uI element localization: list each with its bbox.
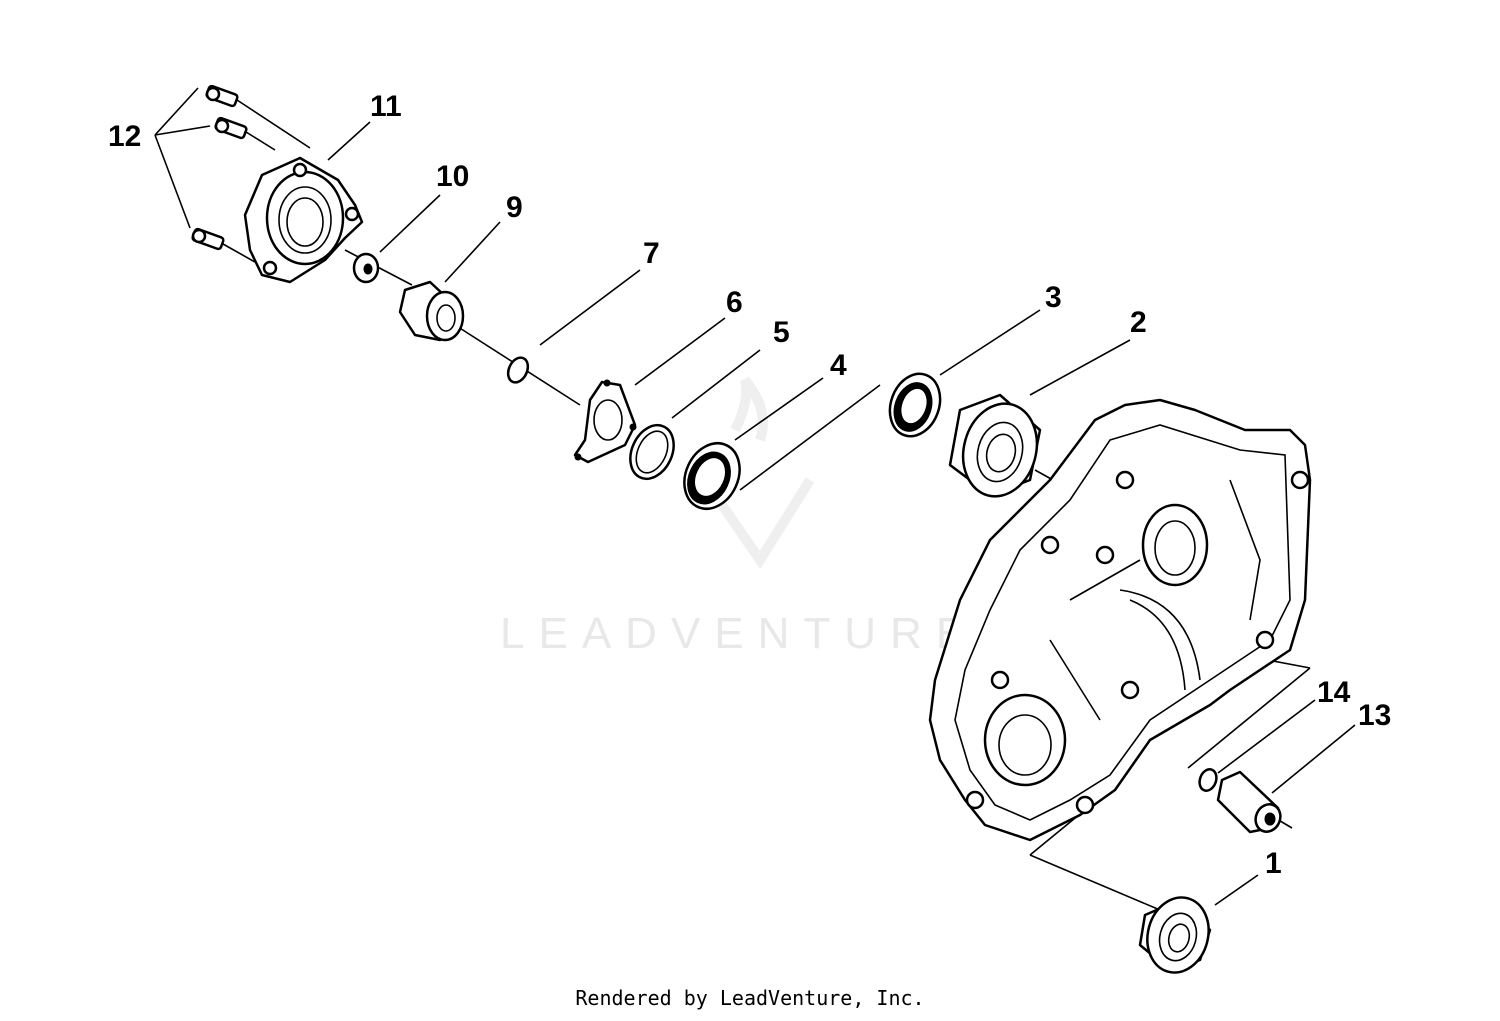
ring-part-5 xyxy=(629,424,675,480)
callout-5: 5 xyxy=(773,316,790,349)
callout-3: 3 xyxy=(1045,281,1062,314)
bearing-part-1 xyxy=(1138,896,1212,974)
callout-2: 2 xyxy=(1130,306,1147,339)
bearing-housing-part-11 xyxy=(243,156,364,284)
callout-14: 14 xyxy=(1317,676,1351,709)
washer-part-10 xyxy=(352,252,380,284)
o-ring-part-7 xyxy=(506,356,530,384)
callout-6: 6 xyxy=(726,286,743,319)
callout-10: 10 xyxy=(436,160,469,193)
retainer-plate-part-6 xyxy=(573,379,637,464)
bolt-part-12 xyxy=(191,84,311,263)
seal-part-3 xyxy=(888,372,942,438)
rendered-by-footer: Rendered by LeadVenture, Inc. xyxy=(575,986,925,1010)
bearing-part-2 xyxy=(948,393,1042,498)
callout-11: 11 xyxy=(370,90,402,123)
callout-12: 12 xyxy=(108,120,141,153)
gear-case-cover xyxy=(928,398,1312,842)
callout-7: 7 xyxy=(643,237,660,270)
o-ring-part-14 xyxy=(1198,768,1218,792)
watermark-text: LEADVENTURE xyxy=(500,609,979,658)
callout-9: 9 xyxy=(506,191,523,224)
callout-1: 1 xyxy=(1265,847,1282,880)
callout-13: 13 xyxy=(1358,699,1391,732)
callout-leaders xyxy=(154,87,1356,906)
plug-part-13 xyxy=(1216,770,1282,834)
bushing-part-9 xyxy=(398,280,465,342)
callout-4: 4 xyxy=(830,349,847,382)
watermark-logo: LEADVENTURE xyxy=(500,376,979,658)
seal-part-4 xyxy=(683,442,741,510)
